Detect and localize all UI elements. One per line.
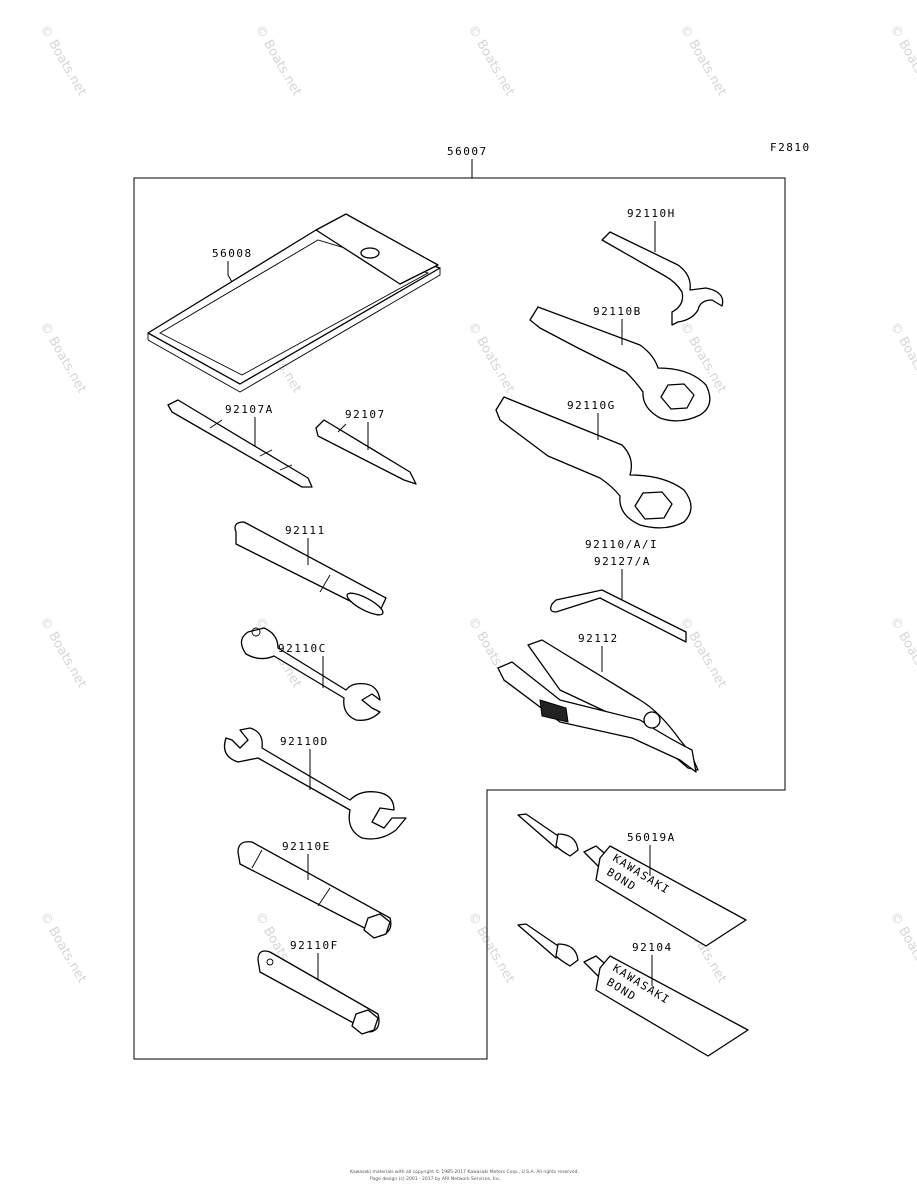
- hex-wrench: [550, 589, 687, 643]
- footer-copyright: Kawasaki materials with all copyright © …: [350, 1168, 579, 1175]
- box-wrench-g: [495, 396, 692, 529]
- watermark: © Boats.net: [37, 320, 90, 396]
- watermark: © Boats.net: [465, 910, 518, 986]
- watermark: © Boats.net: [465, 23, 518, 99]
- label-pouch: 56008: [212, 247, 253, 260]
- open-wrench-d: [223, 727, 407, 840]
- label-hex-wrench-1: 92110/A/I: [585, 538, 658, 551]
- label-pliers: 92112: [578, 632, 619, 645]
- watermark: © Boats.net: [37, 910, 90, 986]
- label-open-wrench-d: 92110D: [280, 735, 329, 748]
- label-tool-handle: 92111: [285, 524, 326, 537]
- kit-outline: [133, 177, 786, 1060]
- bond-tube-a: KAWASAKI BOND: [517, 813, 747, 947]
- watermark: © Boats.net: [677, 23, 730, 99]
- socket-wrench-e: [237, 841, 392, 939]
- label-hook-spanner: 92110H: [627, 207, 676, 220]
- watermark: © Boats.net: [677, 615, 730, 691]
- label-bond: 92104: [632, 941, 673, 954]
- pliers: [497, 639, 699, 773]
- watermark: © Boats.net: [887, 23, 917, 99]
- assembly-label: 56007: [447, 145, 488, 158]
- hook-spanner: [601, 231, 724, 326]
- watermark: © Boats.net: [887, 320, 917, 396]
- label-screwdriver-bit-a: 92107A: [225, 403, 274, 416]
- watermark: © Boats.net: [252, 23, 305, 99]
- watermark: © Boats.net: [37, 23, 90, 99]
- diagram-code: F2810: [770, 141, 811, 154]
- watermark: © Boats.net: [37, 615, 90, 691]
- label-hex-wrench-2: 92127/A: [594, 555, 651, 568]
- label-screwdriver-bit: 92107: [345, 408, 386, 421]
- tool-handle: [234, 521, 387, 616]
- label-socket-wrench-e: 92110E: [282, 840, 331, 853]
- label-box-wrench-b: 92110B: [593, 305, 642, 318]
- watermark: © Boats.net: [465, 320, 518, 396]
- watermark: © Boats.net: [887, 615, 917, 691]
- screwdriver-bit-a: [167, 399, 313, 488]
- label-box-wrench-g: 92110G: [567, 399, 616, 412]
- socket-wrench-f: [257, 950, 380, 1035]
- leader-pouch: [227, 261, 233, 283]
- watermark: © Boats.net: [887, 910, 917, 986]
- label-socket-wrench-f: 92110F: [290, 939, 339, 952]
- open-wrench-c: [240, 627, 381, 721]
- tool-pouch: [147, 213, 441, 393]
- label-bond-a: 56019A: [627, 831, 676, 844]
- screwdriver-bit: [315, 419, 417, 485]
- label-open-wrench-c: 92110C: [278, 642, 327, 655]
- box-wrench-b: [529, 306, 711, 422]
- footer-design: Page design (c) 2001 - 2017 by ARI Netwo…: [370, 1176, 501, 1182]
